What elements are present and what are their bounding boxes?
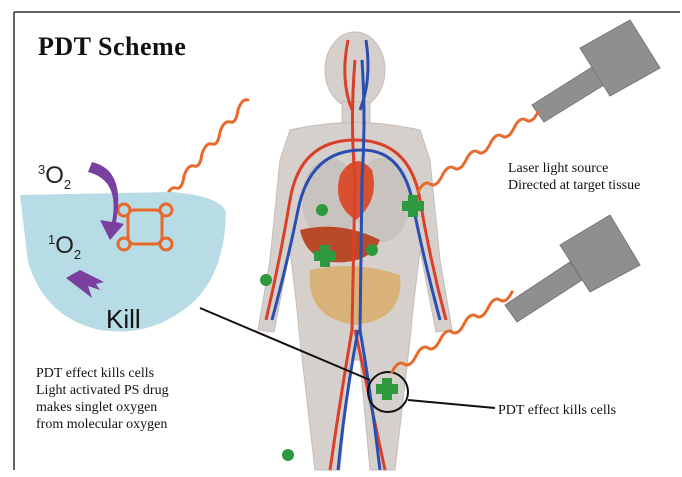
laser-note: Laser light source Directed at target ti… [508,160,640,194]
mechanism-note-line-1: PDT effect kills cells [36,365,169,382]
kill-label: Kill [106,304,141,335]
triplet-oxygen-subscript: 2 [64,177,71,192]
page-title: PDT Scheme [38,32,186,62]
tumor-hand [260,274,272,286]
singlet-oxygen-symbol: O [55,232,74,259]
laser-note-line-2: Directed at target tissue [508,177,640,194]
mechanism-note-line-3: makes singlet oxygen [36,399,169,416]
pointer-line-right [408,400,495,408]
tumor-chest [316,204,328,216]
triplet-oxygen-symbol: O [45,162,64,189]
mechanism-note: PDT effect kills cells Light activated P… [36,365,169,433]
mechanism-note-line-2: Light activated PS drug [36,382,169,399]
triplet-oxygen-label: 3O2 [38,162,71,192]
singlet-oxygen-label: 1O2 [48,232,81,262]
tumor-foot [282,449,294,461]
mechanism-note-line-4: from molecular oxygen [36,416,169,433]
singlet-oxygen-subscript: 2 [74,247,81,262]
tumor-liver [366,244,378,256]
effect-note: PDT effect kills cells [498,402,616,419]
laser-device-lower [505,215,640,322]
laser-device-upper [532,20,660,122]
laser-note-line-1: Laser light source [508,160,640,177]
